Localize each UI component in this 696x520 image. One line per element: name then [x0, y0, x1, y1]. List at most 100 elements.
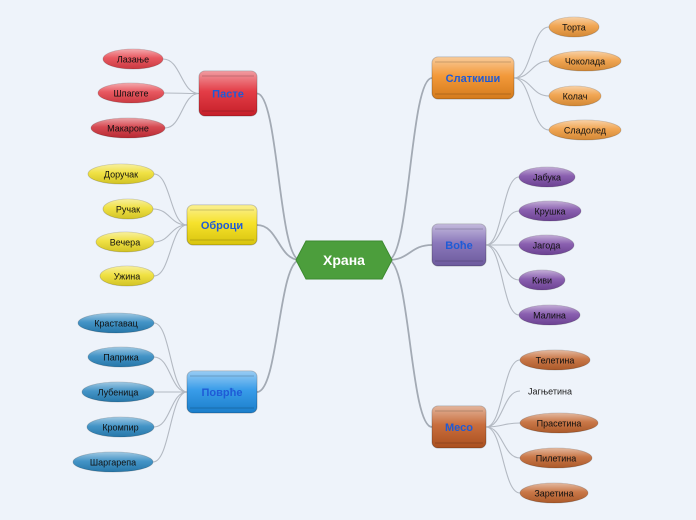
leaf-node-2-3[interactable]: Кромпир: [86, 416, 155, 438]
leaf-label: Паприка: [103, 353, 139, 363]
leaf-label: Пилетина: [536, 454, 577, 464]
leaf-node-4-1[interactable]: Крушка: [518, 200, 582, 222]
leaf-node-0-2[interactable]: Макароне: [90, 117, 166, 139]
leaf-connector-1-2: [153, 224, 188, 243]
connector-0: [256, 92, 301, 261]
leaf-node-0-1[interactable]: Шпагете: [97, 82, 165, 104]
leaf-node-5-3[interactable]: Пилетина: [519, 447, 593, 469]
leaf-label: Лазање: [117, 55, 149, 65]
leaf-node-1-0[interactable]: Доручак: [87, 163, 155, 185]
leaf-node-2-4[interactable]: Шаргарепа: [72, 451, 154, 473]
leaf-connector-1-1: [152, 208, 188, 226]
leaf-node-4-0[interactable]: Јабука: [518, 166, 576, 188]
leaf-node-5-1[interactable]: Јагњетина: [528, 387, 572, 397]
connector-4: [387, 244, 433, 261]
leaf-connector-0-1: [163, 92, 200, 95]
leaf-node-2-1[interactable]: Паприка: [87, 346, 155, 368]
connector-2: [256, 259, 301, 393]
leaf-label: Кромпир: [102, 423, 138, 433]
leaf-label: Сладолед: [564, 126, 607, 136]
leaf-label: Јагњетина: [528, 387, 572, 397]
leaf-label: Ужина: [114, 272, 140, 282]
leaf-node-5-0[interactable]: Телетина: [519, 349, 591, 371]
leaf-connector-3-3: [513, 77, 550, 131]
branch-node-2[interactable]: Поврће: [186, 370, 258, 414]
leaf-node-1-2[interactable]: Вечера: [95, 231, 155, 253]
branch-label: Пасте: [212, 89, 244, 101]
leaf-label: Ручак: [116, 205, 140, 215]
leaf-label: Краставац: [94, 319, 138, 329]
branch-label: Оброци: [201, 220, 243, 232]
leaf-connector-5-4: [485, 426, 521, 494]
connector-1: [256, 224, 301, 261]
leaf-node-5-2[interactable]: Прасетина: [519, 412, 599, 434]
leaf-node-2-0[interactable]: Краставац: [77, 312, 155, 334]
branch-node-5[interactable]: Месо: [431, 405, 487, 449]
leaf-connector-1-0: [153, 173, 188, 226]
leaf-connector-2-3: [153, 391, 188, 428]
leaf-connector-4-1: [485, 210, 520, 246]
leaf-label: Макароне: [107, 124, 149, 134]
leaf-node-2-2[interactable]: Лубеница: [81, 381, 155, 403]
leaf-connector-2-0: [153, 322, 188, 393]
leaf-node-3-3[interactable]: Сладолед: [548, 119, 622, 141]
leaf-node-3-0[interactable]: Торта: [548, 16, 600, 38]
central-node[interactable]: Храна: [295, 240, 393, 280]
branch-label: Месо: [445, 422, 473, 434]
leaf-connector-2-1: [153, 356, 188, 393]
leaf-node-1-3[interactable]: Ужина: [99, 265, 155, 287]
connectors: [152, 26, 550, 494]
leaf-label: Прасетина: [537, 419, 582, 429]
branch-label: Слаткиши: [446, 73, 501, 85]
leaf-label: Малина: [533, 311, 566, 321]
leaf-node-4-3[interactable]: Киви: [518, 269, 566, 291]
leaf-label: Вечера: [110, 238, 140, 248]
leaf-label: Заретина: [534, 489, 573, 499]
leaf-connector-5-1: [485, 390, 521, 428]
leaf-node-5-4[interactable]: Заретина: [519, 482, 589, 504]
leaf-label: Шаргарепа: [90, 458, 136, 468]
central-label: Храна: [323, 252, 365, 268]
branch-node-1[interactable]: Оброци: [186, 204, 258, 246]
leaf-connector-0-0: [162, 58, 200, 95]
branch-node-3[interactable]: Слаткиши: [431, 56, 515, 100]
leaf-node-4-2[interactable]: Јагода: [518, 234, 575, 256]
leaf-label: Лубеница: [98, 388, 139, 398]
leaf-label: Доручак: [104, 170, 138, 180]
branch-node-0[interactable]: Пасте: [198, 70, 258, 117]
leaf-node-4-4[interactable]: Малина: [518, 304, 581, 326]
leaf-connector-2-4: [152, 391, 188, 463]
leaf-connector-0-2: [164, 92, 200, 129]
leaf-label: Јагода: [533, 241, 561, 251]
branch-label: Воће: [445, 240, 473, 252]
leaf-label: Колач: [563, 92, 588, 102]
leaf-connector-3-2: [513, 77, 550, 97]
leaf-label: Киви: [532, 276, 552, 286]
connector-5: [387, 259, 433, 428]
leaf-connector-5-3: [485, 426, 521, 459]
leaf-node-3-1[interactable]: Чоколада: [548, 50, 622, 72]
leaf-connector-3-0: [513, 26, 550, 79]
leaf-node-1-1[interactable]: Ручак: [102, 198, 154, 220]
leaf-connector-5-2: [485, 422, 521, 428]
leaf-connector-3-1: [513, 60, 550, 79]
leaf-connector-4-4: [485, 244, 520, 316]
leaf-connector-5-0: [485, 359, 521, 428]
leaf-label: Шпагете: [114, 89, 149, 99]
leaf-label: Торта: [562, 23, 586, 33]
leaf-connector-1-3: [153, 224, 188, 277]
leaf-label: Крушка: [534, 207, 565, 217]
leaf-connector-4-0: [485, 176, 520, 246]
leaf-connector-4-3: [485, 244, 520, 281]
leaf-label: Телетина: [536, 356, 575, 366]
leaf-label: Јабука: [533, 173, 561, 183]
leaf-node-0-0[interactable]: Лазање: [102, 48, 164, 70]
branch-label: Поврће: [202, 387, 243, 399]
branch-node-4[interactable]: Воће: [431, 223, 487, 267]
leaf-node-3-2[interactable]: Колач: [548, 85, 602, 107]
connector-3: [387, 77, 433, 261]
leaf-label: Чоколада: [565, 57, 605, 67]
